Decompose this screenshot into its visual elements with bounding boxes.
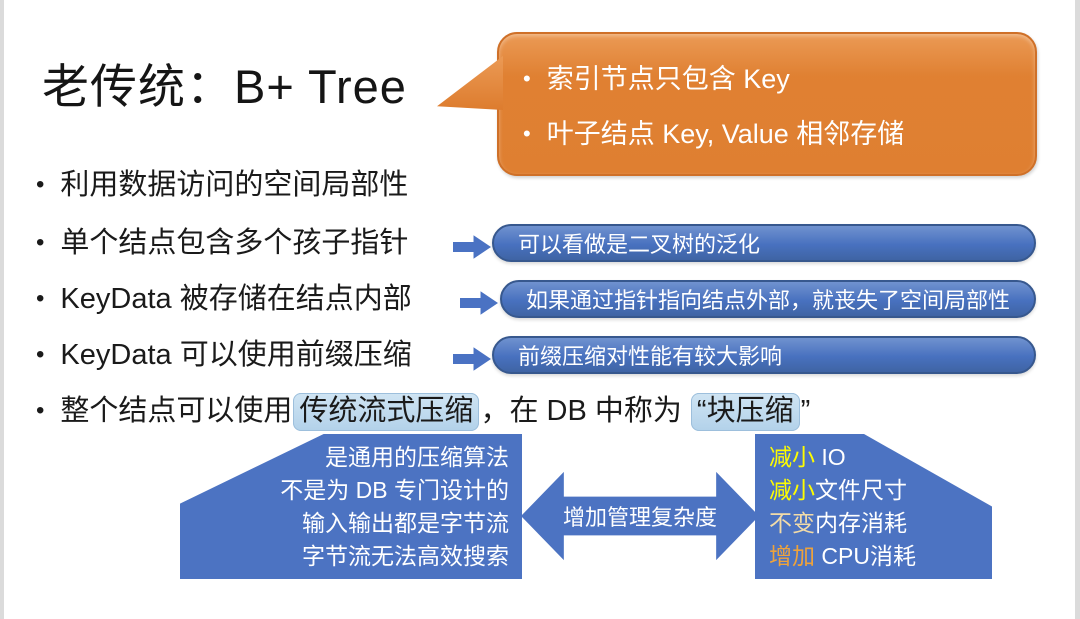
cons-callout-shape: 是通用的压缩算法 不是为 DB 专门设计的 输入输出都是字节流 字节流无法高效搜…: [180, 434, 522, 579]
bullet-item: • 整个结点可以使用传统流式压缩，在 DB 中称为 “块压缩”: [36, 391, 810, 431]
note-pill-text: 如果通过指针指向结点外部，就丧失了空间局部性: [526, 288, 1011, 313]
slide-title: 老传统：B+ Tree: [42, 60, 407, 113]
highlight-block-compression: “块压缩: [690, 393, 800, 431]
bullet-text: 整个结点可以使用传统流式压缩，在 DB 中称为 “块压缩”: [60, 391, 810, 431]
note-pill-text: 可以看做是二叉树的泛化: [518, 232, 761, 257]
bullet-dot-icon: •: [36, 397, 45, 424]
bullet-dot-icon: •: [36, 171, 45, 198]
effect-lead: 减小: [769, 444, 815, 470]
bullet-text-middle: ，在 DB 中称为: [480, 395, 690, 427]
bullet-item: • 利用数据访问的空间局部性: [36, 165, 408, 205]
callout-item-text: 叶子结点 Key, Value 相邻存储: [546, 118, 905, 149]
effect-rest: 内存消耗: [815, 510, 907, 536]
effect-rest: 文件尺寸: [815, 477, 907, 503]
right-arrow-icon: [453, 235, 491, 259]
bullet-item: • KeyData 被存储在结点内部: [36, 279, 412, 319]
callout-item: • 叶子结点 Key, Value 相邻存储: [523, 111, 1009, 157]
right-edge-border: [1075, 0, 1080, 619]
effect-line: 减小 IO: [769, 441, 916, 474]
effect-line: 减小文件尺寸: [769, 474, 916, 507]
effects-callout-shape: 减小 IO 减小文件尺寸 不变内存消耗 增加 CPU消耗: [755, 434, 992, 579]
effect-rest: CPU消耗: [815, 543, 916, 569]
bullet-dot-icon: •: [36, 285, 45, 312]
bullet-text: 单个结点包含多个孩子指针: [60, 227, 409, 259]
callout-box: • 索引节点只包含 Key • 叶子结点 Key, Value 相邻存储: [437, 32, 1037, 176]
double-arrow-label: 增加管理复杂度: [562, 505, 717, 530]
note-pill: 可以看做是二叉树的泛化: [492, 224, 1036, 262]
bullet-text: 利用数据访问的空间局部性: [60, 169, 409, 201]
note-pill: 前缀压缩对性能有较大影响: [492, 336, 1036, 374]
callout-item: • 索引节点只包含 Key: [523, 56, 1009, 102]
bullet-text: KeyData 被存储在结点内部: [60, 283, 412, 315]
effect-line: 增加 CPU消耗: [769, 540, 916, 573]
bullet-dot-icon: •: [523, 65, 531, 91]
right-arrow-icon: [460, 291, 498, 315]
callout-tail-pointer: [437, 56, 503, 110]
bullet-dot-icon: •: [36, 229, 45, 256]
cons-line: 是通用的压缩算法: [325, 444, 509, 470]
bullet-dot-icon: •: [36, 341, 45, 368]
bullet-text-suffix: ”: [800, 395, 811, 427]
note-pill: 如果通过指针指向结点外部，就丧失了空间局部性: [500, 280, 1036, 318]
cons-line: 不是为 DB 专门设计的: [280, 477, 509, 503]
cons-callout-text: 是通用的压缩算法 不是为 DB 专门设计的 输入输出都是字节流 字节流无法高效搜…: [280, 441, 509, 573]
note-pill-text: 前缀压缩对性能有较大影响: [518, 344, 783, 369]
effect-rest: IO: [815, 444, 846, 470]
effects-callout-text: 减小 IO 减小文件尺寸 不变内存消耗 增加 CPU消耗: [769, 441, 916, 573]
effect-lead: 减小: [769, 477, 815, 503]
bullet-item: • 单个结点包含多个孩子指针: [36, 223, 408, 263]
bullet-text: KeyData 可以使用前缀压缩: [60, 339, 412, 371]
effect-line: 不变内存消耗: [769, 507, 916, 540]
bullet-dot-icon: •: [523, 120, 531, 146]
effect-lead: 不变: [769, 510, 815, 536]
bullet-item: • KeyData 可以使用前缀压缩: [36, 335, 412, 375]
effect-lead: 增加: [769, 543, 815, 569]
cons-line: 字节流无法高效搜索: [302, 543, 509, 569]
left-edge-border: [0, 0, 4, 619]
cons-line: 输入输出都是字节流: [302, 510, 509, 536]
callout-item-text: 索引节点只包含 Key: [546, 63, 790, 94]
highlight-traditional-stream-compression: 传统流式压缩: [293, 393, 480, 431]
double-arrow-shape: 增加管理复杂度: [521, 471, 759, 561]
bullet-text-prefix: 整个结点可以使用: [60, 395, 293, 427]
right-arrow-icon: [453, 347, 491, 371]
